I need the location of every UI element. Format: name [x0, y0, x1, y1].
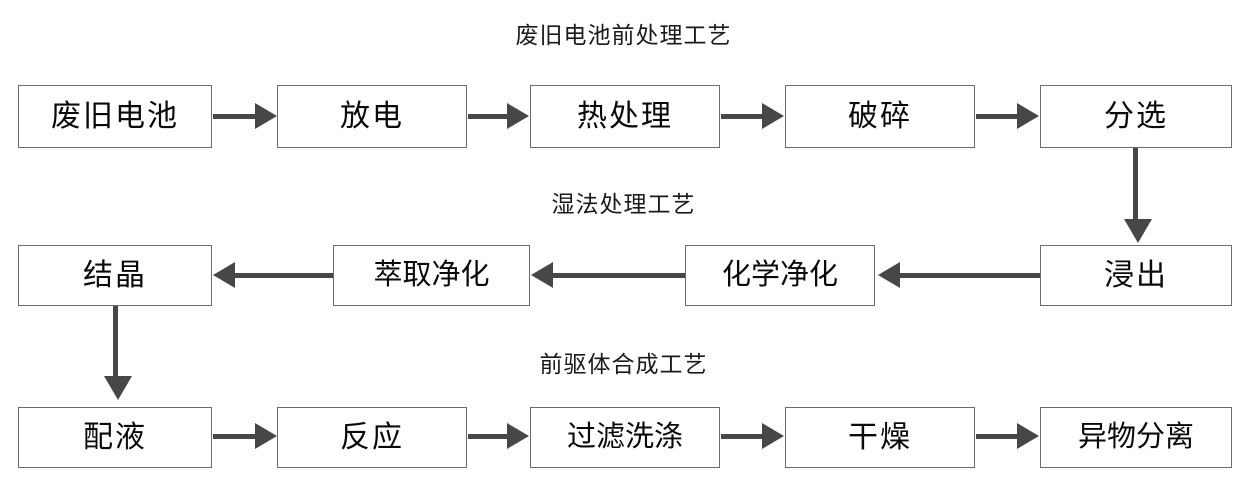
node-chemical-purification[interactable]: 化学净化 [685, 245, 875, 306]
node-heat-treatment[interactable]: 热处理 [530, 85, 720, 148]
node-waste-battery[interactable]: 废旧电池 [18, 85, 212, 148]
node-sorting[interactable]: 分选 [1040, 85, 1232, 148]
node-discharge[interactable]: 放电 [277, 85, 467, 148]
node-extraction-purification[interactable]: 萃取净化 [333, 245, 530, 306]
section-title-pretreatment: 废旧电池前处理工艺 [515, 23, 732, 48]
node-leaching[interactable]: 浸出 [1040, 245, 1232, 306]
node-reaction[interactable]: 反应 [277, 407, 467, 468]
node-foreign-matter-separation[interactable]: 异物分离 [1040, 407, 1232, 468]
node-solution-preparation[interactable]: 配液 [18, 407, 212, 468]
node-filtration-washing[interactable]: 过滤洗涤 [530, 407, 720, 468]
node-drying[interactable]: 干燥 [785, 407, 975, 468]
section-title-hydrometallurgy: 湿法处理工艺 [551, 192, 696, 217]
section-title-precursor-synthesis: 前驱体合成工艺 [539, 352, 708, 377]
node-crushing[interactable]: 破碎 [785, 85, 975, 148]
node-crystallization[interactable]: 结晶 [18, 245, 212, 306]
